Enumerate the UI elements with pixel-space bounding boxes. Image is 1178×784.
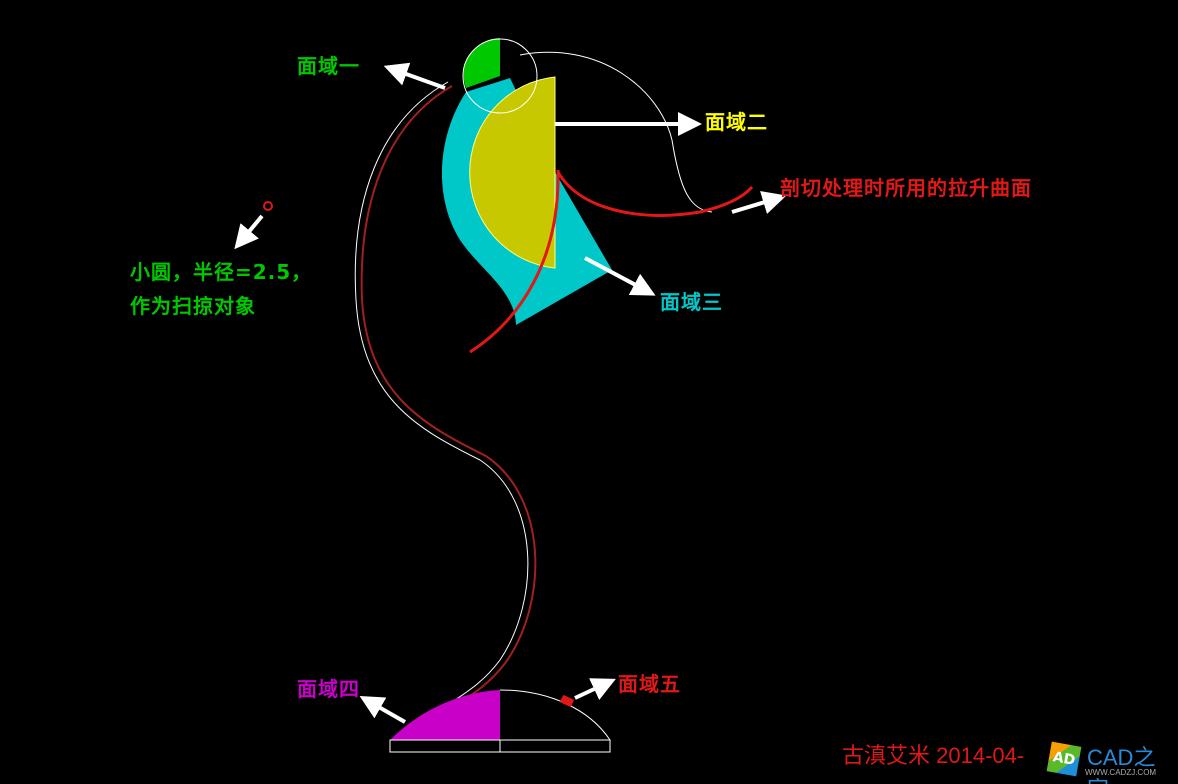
label-region5: 面域五 bbox=[618, 672, 681, 696]
footer-date: 2014-04- bbox=[936, 743, 1025, 768]
arrow-small-circle bbox=[234, 214, 264, 250]
label-small-circle-1: 小圆，半径=2.5， bbox=[130, 260, 313, 284]
arrows bbox=[234, 62, 787, 724]
label-region3: 面域三 bbox=[660, 290, 723, 314]
arrow-region1 bbox=[383, 62, 446, 90]
loft-curve-2 bbox=[556, 171, 754, 217]
watermark-brand: CAD之家 bbox=[1087, 745, 1156, 784]
region5-shape bbox=[559, 694, 575, 708]
label-small-circle-2: 作为扫掠对象 bbox=[130, 294, 256, 318]
region2-shape bbox=[469, 76, 556, 269]
region1-circle bbox=[462, 38, 538, 114]
watermark-logo: AD CAD之家 WWW.CADZJ.COM bbox=[1045, 738, 1175, 784]
lamp-stem-outer bbox=[354, 81, 529, 701]
arrow-region3 bbox=[584, 256, 656, 296]
label-region4: 面域四 bbox=[297, 677, 360, 701]
arrow-region5 bbox=[574, 678, 616, 700]
region1-shape bbox=[463, 38, 500, 88]
label-loft-surface: 剖切处理时所用的拉升曲面 bbox=[780, 176, 1032, 200]
arrow-region4 bbox=[359, 696, 406, 724]
footer-signature: 古滇艾米 2014-04- bbox=[842, 738, 1024, 770]
small-circle bbox=[263, 201, 273, 211]
cube-icon: AD bbox=[1046, 741, 1082, 777]
region4-shape bbox=[390, 690, 500, 740]
footer-author: 古滇艾米 bbox=[842, 743, 931, 768]
watermark-url: WWW.CADZJ.COM bbox=[1085, 768, 1157, 777]
label-region1: 面域一 bbox=[297, 54, 360, 78]
label-region2: 面域二 bbox=[705, 110, 768, 134]
loft-curve-1 bbox=[469, 169, 560, 354]
arrow-loft bbox=[731, 190, 787, 214]
lamp-stem-inner bbox=[360, 85, 537, 703]
base-outline bbox=[389, 689, 611, 753]
